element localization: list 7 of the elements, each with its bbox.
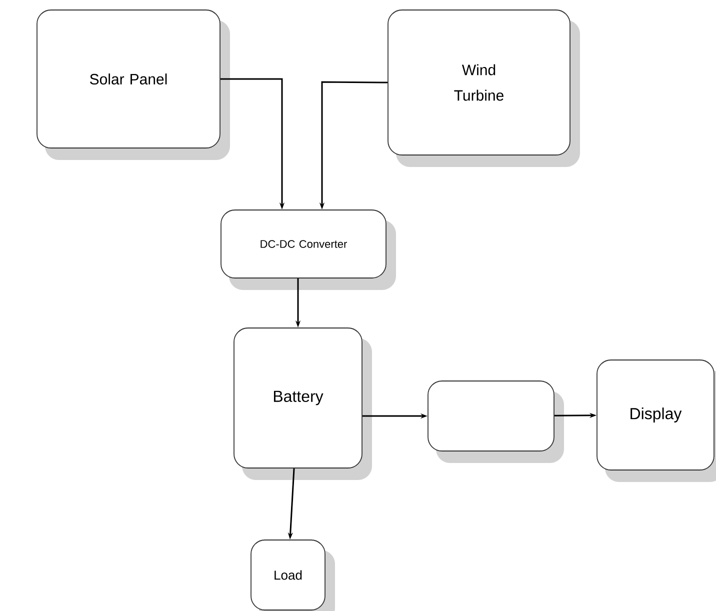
process-box: Wind Turbine [388, 10, 580, 167]
empty-box [428, 380, 564, 463]
process-box: Solar Panel [36, 10, 230, 160]
process-box: DC-DC Converter [220, 210, 396, 290]
process-box: Battery [234, 328, 372, 480]
process-box: Load [250, 540, 335, 611]
process-box: Display [596, 360, 716, 482]
